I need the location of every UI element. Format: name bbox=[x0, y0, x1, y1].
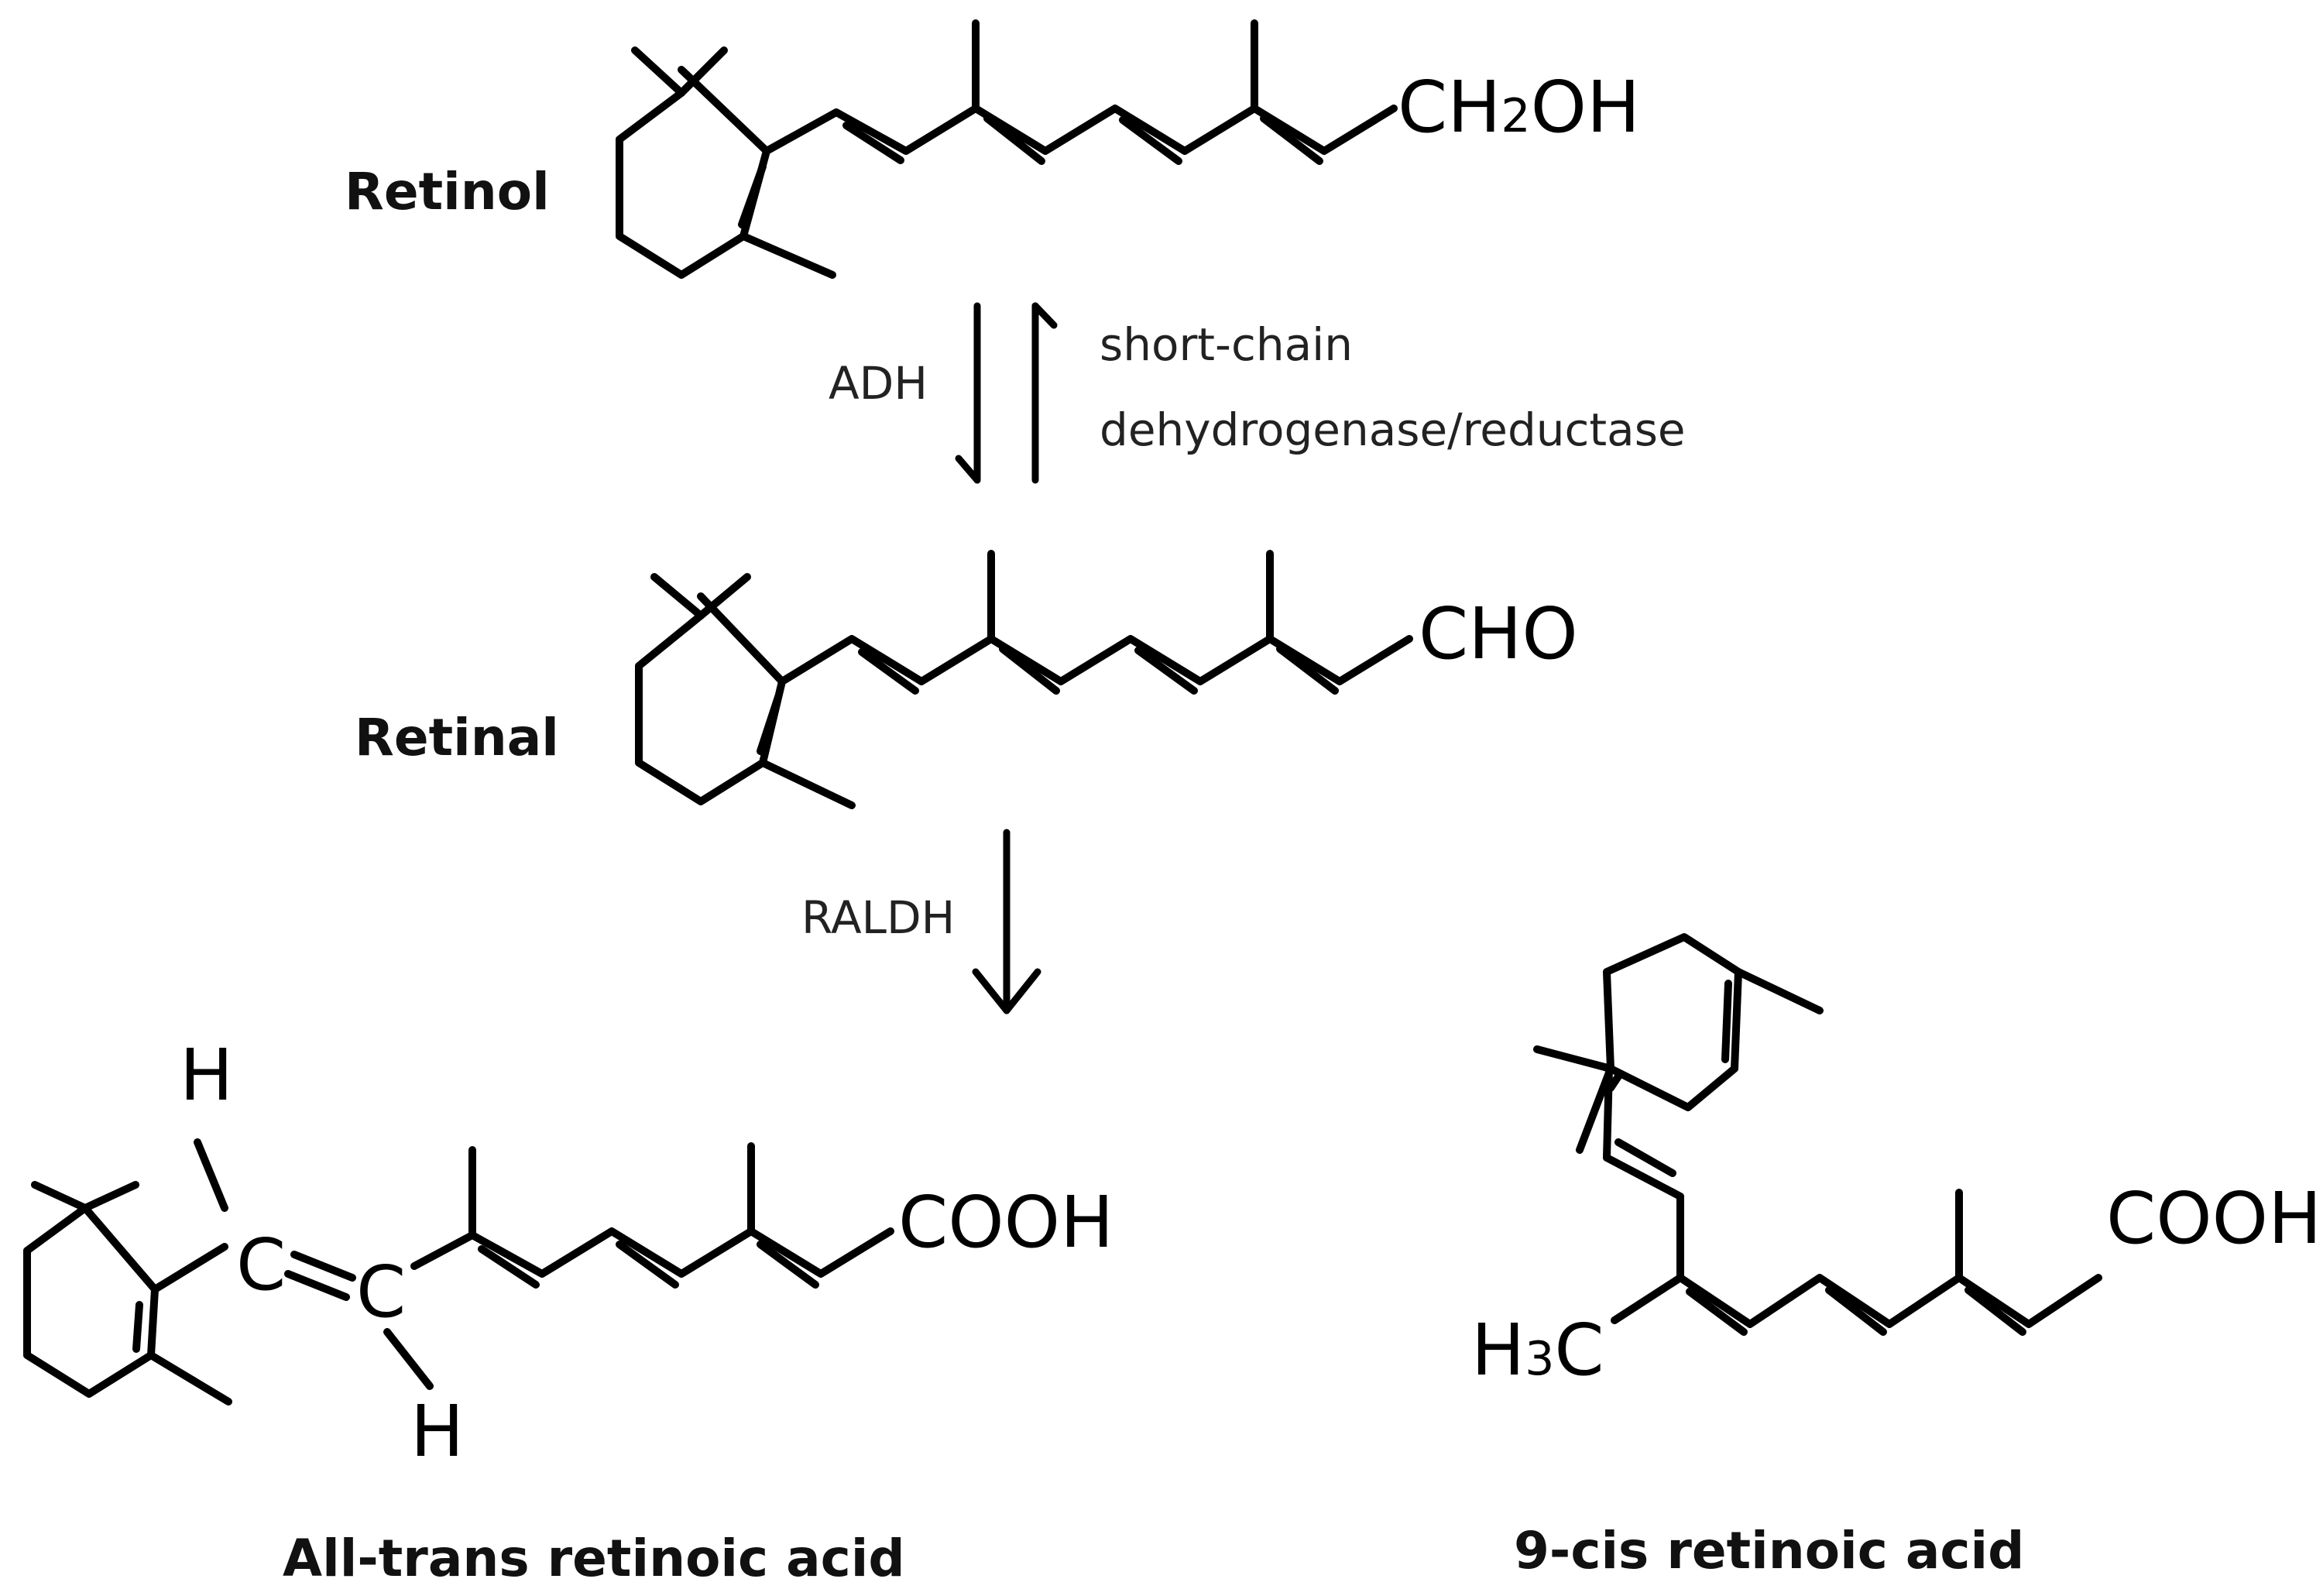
all-trans-carboxyl-group: COOH bbox=[898, 1181, 1113, 1264]
all-trans-hydrogen-top: H bbox=[180, 1034, 233, 1117]
raldh-label: RALDH bbox=[801, 891, 955, 944]
all-trans-retinoic-acid-structure: C C H H COOH bbox=[23, 1034, 1113, 1473]
retinal-end-group: CHO bbox=[1419, 592, 1578, 675]
sdr-label-line2: dehydrogenase/reductase bbox=[1100, 403, 1686, 456]
nine-cis-retinoic-acid-structure: H3C COOH bbox=[1471, 933, 2321, 1392]
nine-cis-methyl-group: H3C bbox=[1471, 1309, 1604, 1392]
all-trans-carbon-1: C bbox=[236, 1224, 286, 1306]
retinal-structure: CHO bbox=[635, 550, 1578, 809]
adh-label: ADH bbox=[829, 357, 928, 410]
all-trans-retinoic-acid-label: All-trans retinoic acid bbox=[283, 1529, 905, 1588]
retinol-end-group: CH2OH bbox=[1398, 66, 1640, 149]
reversible-arrows bbox=[955, 302, 1058, 484]
retinal-label: Retinal bbox=[355, 708, 559, 767]
retinol-structure: CH2OH bbox=[616, 19, 1640, 279]
nine-cis-retinoic-acid-label: 9-cis retinoic acid bbox=[1514, 1521, 2024, 1581]
all-trans-hydrogen-bottom: H bbox=[410, 1390, 464, 1473]
all-trans-carbon-2: C bbox=[356, 1251, 406, 1333]
nine-cis-carboxyl-group: COOH bbox=[2106, 1177, 2321, 1260]
raldh-arrow bbox=[972, 829, 1041, 1014]
retinol-label: Retinol bbox=[345, 162, 550, 221]
sdr-label-line1: short-chain bbox=[1100, 318, 1353, 371]
